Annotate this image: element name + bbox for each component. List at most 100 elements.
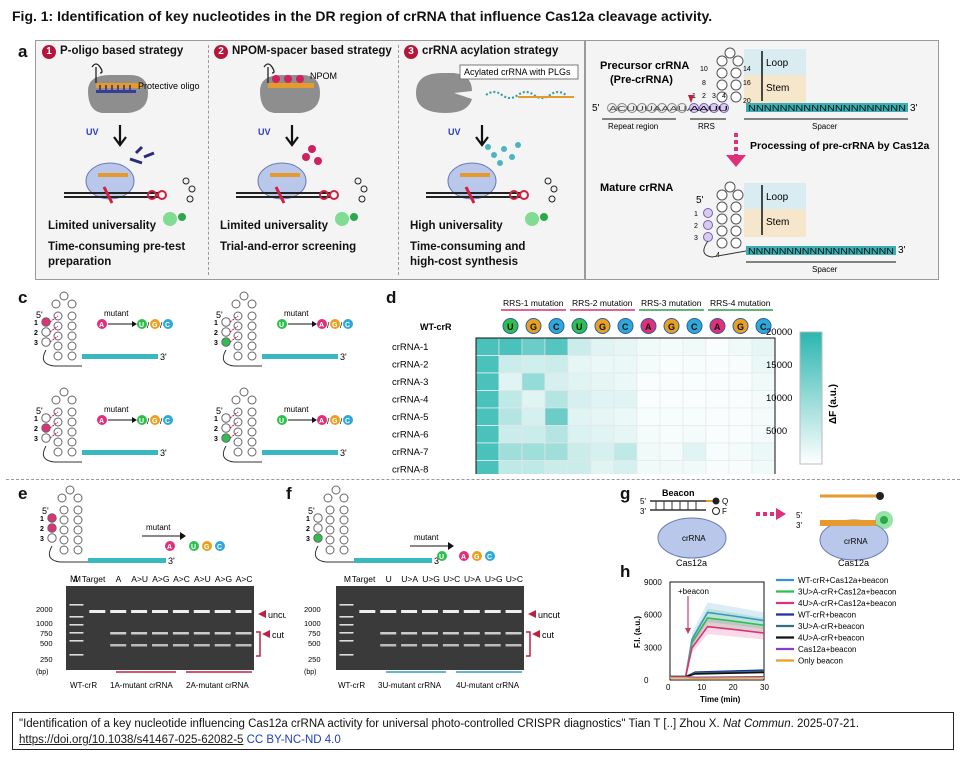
doi-link[interactable]: https://doi.org/10.1038/s41467-025-62082…	[19, 734, 244, 746]
down-arrow-icon	[475, 125, 489, 147]
spacer-seq: NNNNNNNNNNNNNNNNNNNN	[748, 104, 906, 113]
five-prime: 5'	[216, 310, 223, 320]
strategy-title-3: crRNA acylation strategy	[422, 45, 559, 57]
column-header	[571, 318, 588, 334]
f-bp: 250	[308, 655, 321, 664]
position-number: 2	[214, 330, 218, 337]
heatmap-cell	[567, 425, 592, 444]
gel-band	[380, 632, 397, 635]
svg-text:C: C	[691, 322, 698, 332]
gel-band	[235, 644, 252, 647]
heatmap-cell	[659, 372, 684, 391]
heatmap-cell	[728, 407, 753, 426]
heatmap-cell	[636, 407, 661, 426]
gel-band	[463, 632, 480, 635]
heatmap-cell	[567, 355, 592, 374]
heatmap-cell	[682, 390, 707, 409]
three-prime: 3'	[340, 352, 347, 362]
g-five: 5'	[640, 497, 646, 506]
svg-text:C: C	[487, 554, 492, 561]
gel-band	[463, 644, 480, 647]
heatmap-cell	[705, 372, 730, 391]
heatmap-cell	[682, 355, 707, 374]
citation-journal: Nat Commun	[722, 718, 791, 730]
colorbar-label: ΔF (a.u.)	[828, 384, 839, 424]
position-4: 4	[722, 93, 726, 100]
heatmap-cell	[728, 425, 753, 444]
f-mutant-label: mutant	[414, 533, 439, 542]
gel-lane-label: M	[344, 574, 351, 584]
gel-band	[235, 632, 252, 635]
heatmap-cell-wt	[475, 425, 500, 444]
series-line	[670, 675, 765, 679]
heatmap-cell	[751, 372, 776, 391]
position-number: 1	[214, 320, 218, 327]
down-arrow-icon	[113, 125, 127, 147]
position-nucleotide	[313, 533, 323, 543]
svg-text:3: 3	[40, 536, 44, 543]
row-label: crRNA-2	[392, 360, 428, 371]
svg-text:G: G	[737, 322, 744, 332]
gel-band	[172, 632, 189, 635]
mutant-label: mutant	[104, 405, 129, 414]
heatmap-cell	[728, 337, 753, 356]
gel-band	[152, 644, 168, 647]
gel-band	[214, 632, 231, 635]
gel-band	[110, 610, 127, 613]
gel-band	[193, 632, 210, 635]
e-group1: 1A-mutant crRNA	[110, 681, 173, 690]
mutant-to	[343, 319, 353, 329]
gel-band	[505, 610, 522, 613]
heatmap-cell	[521, 390, 546, 409]
x-tick: 10	[697, 683, 706, 692]
strategy-title-1: P-oligo based strategy	[60, 45, 184, 57]
g-crrna-2: crRNA	[844, 537, 868, 546]
gel-band	[484, 644, 501, 647]
heatmap-cell	[590, 372, 615, 391]
e-bp: (bp)	[36, 669, 48, 676]
loop-label: Loop	[766, 58, 789, 69]
svg-text:1: 1	[40, 516, 44, 523]
acylated-label: Acylated crRNA with PLGs	[464, 67, 571, 77]
heatmap-cell-wt	[475, 390, 500, 409]
position-nucleotide	[221, 327, 231, 337]
heatmap-cell	[659, 390, 684, 409]
svg-text:G: G	[204, 544, 210, 551]
strategy-1-schematic: Protective oligo UV	[64, 63, 200, 226]
svg-text:/: /	[160, 321, 163, 330]
svg-text:G: G	[332, 322, 338, 329]
position-number: 3	[34, 436, 38, 443]
heatmap-group-label: RRS-4 mutation	[710, 298, 771, 308]
e-cut: cut	[272, 630, 285, 640]
heatmap-cell	[590, 460, 615, 474]
column-header	[663, 318, 680, 334]
stem-num: 10	[700, 66, 708, 73]
heatmap-cell	[636, 442, 661, 461]
heatmap-cell	[590, 425, 615, 444]
svg-text:/: /	[340, 321, 343, 330]
gel-band	[193, 644, 210, 647]
strategy-2-schematic: NPOM UV	[236, 63, 368, 226]
panel-label-c: c	[18, 288, 28, 307]
gel-lane-label: U>A	[401, 574, 418, 584]
five-prime-label: 5'	[592, 103, 600, 114]
panel-label-g: g	[620, 484, 631, 503]
gel-band	[442, 632, 459, 635]
mature-loop-label: Loop	[766, 192, 789, 203]
svg-text:U: U	[191, 544, 196, 551]
license-link[interactable]: CC BY-NC-ND 4.0	[246, 734, 341, 746]
heatmap-cell	[682, 460, 707, 474]
f-bp: (bp)	[304, 669, 316, 676]
heatmap-cell	[590, 337, 615, 356]
g-cas: Cas12a	[676, 558, 707, 568]
figure-title: Fig. 1: Identification of key nucleotide…	[12, 8, 713, 24]
svg-text:A: A	[714, 322, 721, 332]
f-bp: 1000	[304, 619, 321, 628]
strategy-title-2: NPOM-spacer based strategy	[232, 45, 392, 57]
mutant-from	[277, 415, 287, 425]
svg-text:A: A	[645, 322, 652, 332]
heatmap-cell	[544, 372, 569, 391]
position-number: 2	[34, 330, 38, 337]
